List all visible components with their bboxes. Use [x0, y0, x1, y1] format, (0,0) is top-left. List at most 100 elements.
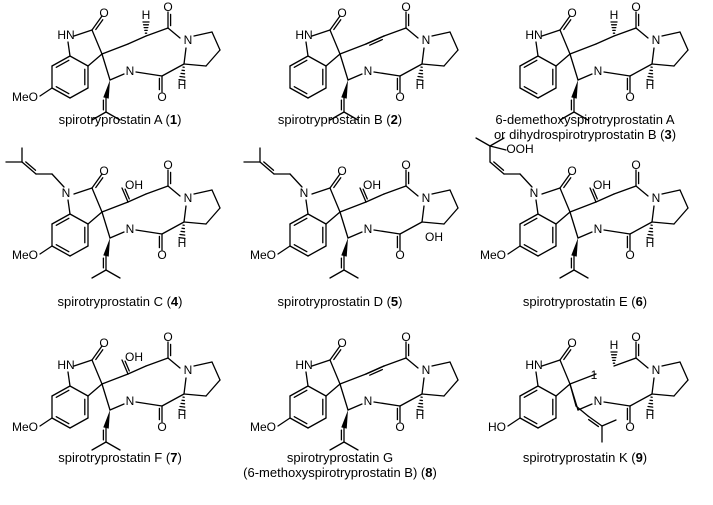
nitrogen-label: N — [300, 186, 309, 200]
nitrogen-label: N — [184, 33, 193, 47]
benzene-bond — [523, 217, 538, 226]
hydroxyl-label: OH — [593, 178, 611, 192]
nitrogen-label: N — [422, 363, 431, 377]
ring-bond — [373, 401, 401, 407]
prenyl-bond — [329, 269, 345, 279]
nitrogen-label: N — [652, 33, 661, 47]
caption-name: spirotryprostatin C ( — [58, 294, 172, 309]
prenyl-bond — [343, 111, 359, 121]
ring-bond — [347, 73, 363, 81]
prenyl-bond — [601, 419, 617, 427]
benzene-bond — [69, 213, 89, 225]
hash-bond — [179, 233, 186, 236]
ring-bond — [365, 365, 385, 375]
wedge-bond — [571, 238, 578, 257]
ring-bond — [577, 73, 593, 81]
caption-close: ) — [178, 294, 182, 309]
wedge-bond — [103, 238, 110, 257]
oxygen-label: O — [401, 158, 410, 172]
hydrogen-label: H — [416, 78, 425, 92]
caption-compound-5: spirotryprostatin D (5) — [278, 294, 403, 309]
substituent-bond — [507, 245, 521, 255]
benzene-bond — [55, 86, 70, 95]
proline-bond — [431, 31, 451, 37]
benzene-bond — [69, 55, 89, 67]
indole-bond — [535, 199, 539, 215]
benzene-bond — [537, 55, 557, 67]
prenyl-bond — [329, 441, 345, 451]
carbonyl-bond — [563, 177, 572, 189]
ring-bond — [569, 201, 597, 213]
proline-bond — [193, 361, 213, 367]
carbonyl-bond — [563, 19, 572, 31]
ring-bond — [595, 35, 615, 45]
substituent-bond — [507, 417, 521, 427]
nitrogen-label: N — [594, 394, 603, 408]
caption-line-2: (6-methoxyspirotryprostatin B) ( — [243, 465, 426, 480]
hash-bond — [417, 75, 424, 78]
hash-bond — [417, 405, 424, 408]
carbonyl-bond — [563, 349, 572, 361]
prenyl-bond — [493, 161, 505, 171]
caption-close: ) — [643, 450, 647, 465]
ring-bond — [127, 35, 147, 45]
ring-bond — [399, 221, 423, 235]
hash-bond — [646, 236, 654, 240]
oxygen-label: O — [163, 0, 172, 14]
hash-bond — [646, 78, 654, 82]
hydrogen-label: H — [178, 78, 187, 92]
benzene-bond — [523, 389, 538, 398]
ring-bond — [135, 229, 163, 235]
nh-label: HN — [57, 358, 74, 372]
indole-bond — [87, 383, 103, 397]
proline-bond — [205, 207, 221, 225]
ring-bond — [145, 357, 169, 367]
hydroxyl-label: OH — [363, 178, 381, 192]
indole-bond — [73, 29, 93, 37]
prenyl-bond — [289, 173, 303, 188]
benzene-bond — [307, 385, 327, 397]
ring-bond — [167, 357, 181, 369]
caption-number: 1 — [170, 112, 177, 127]
ring-bond — [421, 47, 425, 65]
carbonyl-bond — [362, 188, 368, 200]
ring-bond — [613, 27, 637, 37]
carbonyl-bond — [333, 177, 342, 189]
ring-bond — [109, 403, 125, 411]
caption-name: spirotryprostatin K ( — [523, 450, 636, 465]
prenyl-bond — [475, 137, 491, 147]
benzene-bond — [289, 245, 309, 257]
prenyl-bond — [105, 441, 121, 451]
hydroperoxy-label: OOH — [506, 142, 533, 156]
benzene-bond — [519, 87, 539, 99]
ring-bond — [577, 231, 593, 239]
oxygen-label: O — [631, 158, 640, 172]
prenyl-bond — [329, 111, 345, 121]
hash-bond — [646, 408, 654, 412]
ring-bond — [399, 63, 423, 77]
prenyl-bond — [489, 145, 507, 151]
prenyl-bond — [263, 161, 275, 171]
indole-bond — [325, 383, 341, 397]
ring-bond — [101, 53, 111, 81]
caption-name: spirotryprostatin D ( — [278, 294, 392, 309]
wedge-bond — [103, 80, 110, 99]
indole-bond — [73, 359, 93, 367]
substituent-bond — [277, 417, 291, 427]
nh-label: HN — [295, 28, 312, 42]
carbonyl-bond — [359, 187, 367, 203]
carbonyl-bond — [124, 188, 130, 200]
oxygen-label: O — [395, 420, 404, 434]
caption-name: spirotryprostatin A ( — [59, 112, 171, 127]
benzene-bond — [523, 86, 538, 95]
caption-close: ) — [177, 112, 181, 127]
prenyl-bond — [489, 161, 505, 175]
proline-bond — [679, 31, 689, 51]
caption-line-2: or dihydrospirotryprostatin B ( — [494, 127, 665, 142]
carbonyl-bond — [91, 345, 103, 361]
hash-bond — [647, 233, 654, 236]
ring-bond — [339, 43, 367, 55]
nh-label: HN — [57, 28, 74, 42]
hydrogen-label: H — [178, 236, 187, 250]
